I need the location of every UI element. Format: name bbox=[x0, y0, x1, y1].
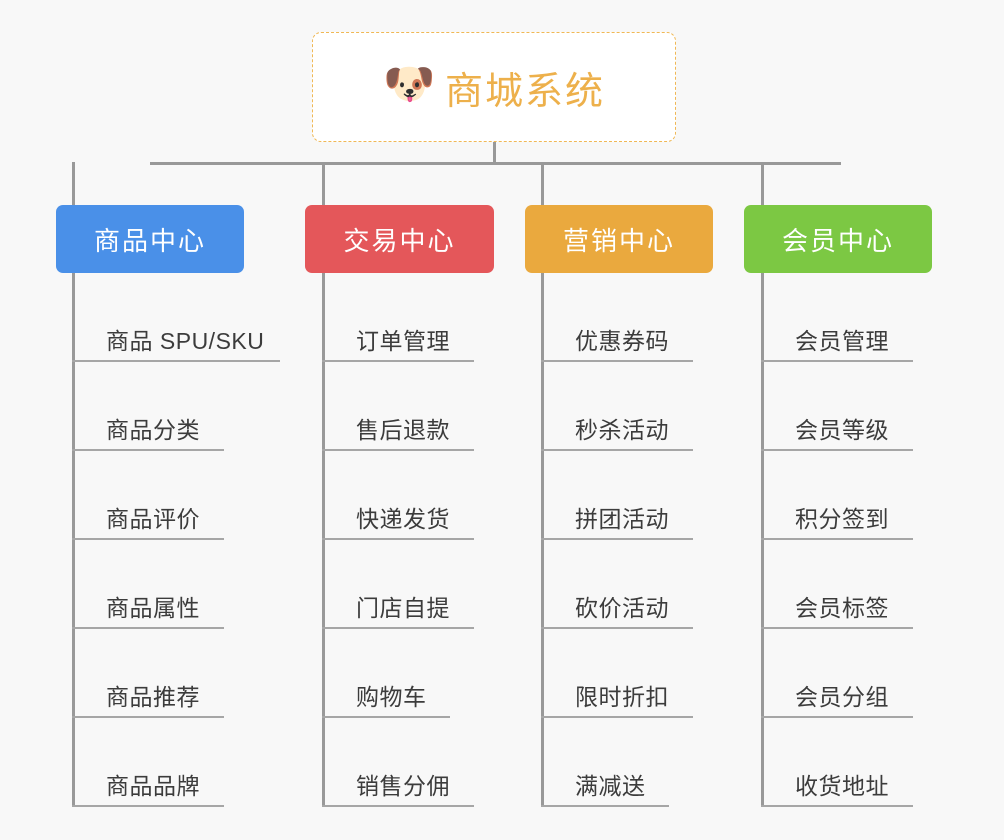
leaf-item-label: 销售分佣 bbox=[356, 773, 450, 799]
leaf-item[interactable]: 商品属性 bbox=[72, 540, 224, 629]
connector-drop-1 bbox=[72, 162, 75, 205]
leaf-item[interactable]: 会员等级 bbox=[761, 362, 913, 451]
leaf-item[interactable]: 会员管理 bbox=[761, 273, 913, 362]
leaf-item-label: 门店自提 bbox=[356, 595, 450, 621]
leaf-item-label: 砍价活动 bbox=[575, 595, 669, 621]
leaf-item-underline bbox=[541, 360, 693, 362]
leaf-item-underline bbox=[72, 716, 224, 718]
leaf-item-underline bbox=[541, 805, 669, 807]
leaf-item-label: 积分签到 bbox=[795, 506, 889, 532]
leaf-item-underline bbox=[72, 360, 280, 362]
root-node-mall-system[interactable]: 🐶 商城系统 bbox=[312, 32, 676, 142]
leaf-item[interactable]: 门店自提 bbox=[322, 540, 474, 629]
leaf-item-underline bbox=[761, 360, 913, 362]
leaf-item-underline bbox=[541, 716, 693, 718]
root-node-label: 商城系统 bbox=[444, 70, 605, 113]
leaf-item-underline bbox=[72, 538, 224, 540]
leaf-item[interactable]: 快递发货 bbox=[322, 451, 474, 540]
category-label: 会员中心 bbox=[781, 225, 894, 256]
category-label: 交易中心 bbox=[343, 225, 456, 256]
leaf-item[interactable]: 购物车 bbox=[322, 629, 450, 718]
leaf-item-underline bbox=[761, 449, 913, 451]
category-box-3[interactable]: 营销中心 bbox=[525, 205, 713, 273]
leaf-spine bbox=[761, 273, 764, 807]
connector-drop-4 bbox=[761, 162, 764, 205]
leaf-item[interactable]: 砍价活动 bbox=[541, 540, 693, 629]
leaf-item-label: 收货地址 bbox=[795, 773, 889, 799]
leaf-item-underline bbox=[541, 449, 693, 451]
leaf-item-underline bbox=[72, 627, 224, 629]
connector-drop-3 bbox=[541, 162, 544, 205]
leaf-item[interactable]: 订单管理 bbox=[322, 273, 474, 362]
leaf-item-underline bbox=[322, 716, 450, 718]
leaf-item-underline bbox=[72, 805, 224, 807]
leaf-item[interactable]: 优惠券码 bbox=[541, 273, 693, 362]
leaf-item[interactable]: 积分签到 bbox=[761, 451, 913, 540]
leaf-item[interactable]: 商品评价 bbox=[72, 451, 224, 540]
leaf-item-underline bbox=[541, 627, 693, 629]
leaf-item-label: 购物车 bbox=[356, 684, 427, 710]
leaf-item[interactable]: 限时折扣 bbox=[541, 629, 693, 718]
leaf-item-label: 商品评价 bbox=[106, 506, 200, 532]
leaf-item[interactable]: 商品分类 bbox=[72, 362, 224, 451]
connector-horizontal-bus bbox=[150, 162, 841, 165]
leaf-item[interactable]: 会员分组 bbox=[761, 629, 913, 718]
category-box-4[interactable]: 会员中心 bbox=[744, 205, 932, 273]
leaf-item-label: 商品品牌 bbox=[106, 773, 200, 799]
leaf-item-label: 售后退款 bbox=[356, 417, 450, 443]
leaf-item[interactable]: 商品 SPU/SKU bbox=[72, 273, 280, 362]
connector-drop-2 bbox=[322, 162, 325, 205]
leaf-item-underline bbox=[541, 538, 693, 540]
leaf-item[interactable]: 拼团活动 bbox=[541, 451, 693, 540]
leaf-item-label: 快递发货 bbox=[356, 506, 450, 532]
leaf-spine bbox=[322, 273, 325, 807]
leaf-item-label: 会员分组 bbox=[795, 684, 889, 710]
leaf-spine bbox=[541, 273, 544, 807]
leaf-item-label: 限时折扣 bbox=[575, 684, 669, 710]
leaf-item-label: 秒杀活动 bbox=[575, 417, 669, 443]
leaf-item[interactable]: 收货地址 bbox=[761, 718, 913, 807]
leaf-item-underline bbox=[322, 805, 474, 807]
leaf-item-underline bbox=[72, 449, 224, 451]
category-box-2[interactable]: 交易中心 bbox=[305, 205, 494, 273]
leaf-item-underline bbox=[761, 538, 913, 540]
leaf-item-underline bbox=[761, 716, 913, 718]
shiba-dog-face-icon: 🐶 bbox=[382, 60, 436, 107]
category-box-1[interactable]: 商品中心 bbox=[56, 205, 244, 273]
leaf-item-label: 拼团活动 bbox=[575, 506, 669, 532]
leaf-item-label: 满减送 bbox=[575, 773, 646, 799]
category-label: 营销中心 bbox=[562, 225, 675, 256]
leaf-item-underline bbox=[322, 538, 474, 540]
leaf-item-label: 商品 SPU/SKU bbox=[106, 328, 265, 354]
leaf-item-underline bbox=[322, 360, 474, 362]
leaf-item[interactable]: 秒杀活动 bbox=[541, 362, 693, 451]
leaf-item-label: 会员标签 bbox=[795, 595, 889, 621]
leaf-item[interactable]: 会员标签 bbox=[761, 540, 913, 629]
leaf-spine bbox=[72, 273, 75, 807]
category-label: 商品中心 bbox=[93, 225, 206, 256]
leaf-item-underline bbox=[322, 449, 474, 451]
leaf-item[interactable]: 满减送 bbox=[541, 718, 669, 807]
leaf-item[interactable]: 商品推荐 bbox=[72, 629, 224, 718]
leaf-item-label: 会员管理 bbox=[795, 328, 889, 354]
leaf-item-label: 订单管理 bbox=[356, 328, 450, 354]
leaf-item-underline bbox=[761, 627, 913, 629]
connector-root-stem bbox=[493, 142, 496, 164]
leaf-item[interactable]: 商品品牌 bbox=[72, 718, 224, 807]
leaf-item-label: 商品分类 bbox=[106, 417, 200, 443]
leaf-item[interactable]: 销售分佣 bbox=[322, 718, 474, 807]
leaf-item-underline bbox=[322, 627, 474, 629]
leaf-item-underline bbox=[761, 805, 913, 807]
leaf-item-label: 商品属性 bbox=[106, 595, 200, 621]
leaf-item-label: 会员等级 bbox=[795, 417, 889, 443]
leaf-item-label: 商品推荐 bbox=[106, 684, 200, 710]
leaf-item[interactable]: 售后退款 bbox=[322, 362, 474, 451]
leaf-item-label: 优惠券码 bbox=[575, 328, 669, 354]
